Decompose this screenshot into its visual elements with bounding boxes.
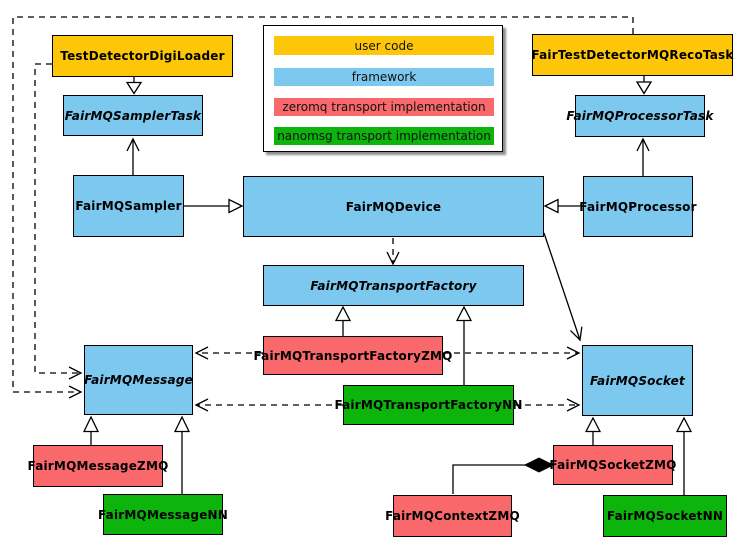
inheritance-triangle-socket-zmq bbox=[584, 416, 602, 433]
edge-context-zmq-to-socket-zmq bbox=[452, 464, 526, 494]
legend: user code framework zeromq transport imp… bbox=[263, 25, 503, 152]
node-fair-mq-processor: FairMQProcessor bbox=[579, 176, 697, 237]
inheritance-triangle-factory-nn bbox=[455, 305, 473, 322]
node-fair-mq-message-zmq: FairMQMessageZMQ bbox=[28, 445, 168, 487]
node-fair-mq-sampler: FairMQSampler bbox=[73, 175, 184, 237]
node-fair-mq-processor-task: FairMQProcessorTask bbox=[566, 95, 713, 137]
inheritance-triangle-device-left bbox=[228, 198, 244, 214]
node-fair-mq-sampler-task: FairMQSamplerTask bbox=[63, 95, 203, 136]
node-fair-mq-message-nn: FairMQMessageNN bbox=[98, 494, 228, 535]
node-fair-mq-transport-factory: FairMQTransportFactory bbox=[263, 265, 524, 306]
legend-item-framework: framework bbox=[274, 68, 494, 86]
inheritance-triangle-message-nn bbox=[173, 415, 191, 433]
inheritance-triangle-processor-task bbox=[635, 81, 653, 95]
node-fair-mq-device: FairMQDevice bbox=[243, 176, 544, 237]
node-fair-mq-context-zmq: FairMQContextZMQ bbox=[385, 495, 520, 537]
legend-item-nanomsg: nanomsg transport implementation bbox=[274, 127, 494, 145]
node-fair-mq-socket-zmq: FairMQSocketZMQ bbox=[549, 445, 676, 485]
node-fair-mq-transport-factory-zmq: FairMQTransportFactoryZMQ bbox=[253, 336, 452, 375]
node-fair-mq-transport-factory-nn: FairMQTransportFactoryNN bbox=[334, 385, 522, 425]
inheritance-triangle-device-right bbox=[543, 198, 559, 214]
inheritance-triangle-factory-zmq bbox=[334, 305, 352, 322]
inheritance-triangle-socket-nn bbox=[675, 416, 693, 433]
legend-item-user-code: user code bbox=[274, 36, 494, 55]
node-fair-mq-socket: FairMQSocket bbox=[582, 345, 693, 416]
node-fair-mq-message: FairMQMessage bbox=[84, 345, 193, 415]
node-test-detector-digi-loader: TestDetectorDigiLoader bbox=[52, 35, 233, 77]
inheritance-triangle-sampler-task bbox=[125, 81, 143, 95]
legend-item-zeromq: zeromq transport implementation bbox=[274, 98, 494, 116]
node-fair-mq-socket-nn: FairMQSocketNN bbox=[603, 495, 727, 537]
inheritance-triangle-message-zmq bbox=[82, 415, 100, 433]
edge-device-to-socket bbox=[543, 232, 583, 342]
node-fair-test-detector-mq-reco-task: FairTestDetectorMQRecoTask bbox=[531, 34, 733, 76]
